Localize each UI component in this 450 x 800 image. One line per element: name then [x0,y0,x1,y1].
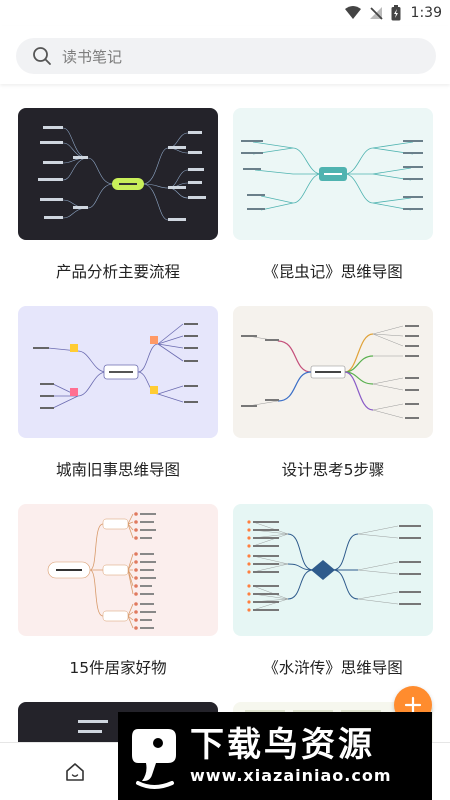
template-title: 《水浒传》思维导图 [263,659,403,677]
mindmap-thumbnail-purple [18,306,218,438]
bird-logo-icon [132,729,176,789]
template-card[interactable]: 城南旧事思维导图 [18,306,218,479]
template-thumbnail [18,108,218,240]
home-icon[interactable] [64,761,86,783]
template-card[interactable]: 设计思考5步骤 [233,306,433,479]
template-card[interactable]: 产品分析主要流程 [18,108,218,281]
template-title: 15件居家好物 [69,659,167,677]
template-thumbnail [233,108,433,240]
status-time: 1:39 [410,5,442,21]
watermark-banner: 下载鸟资源 www.xiazainiao.com [118,712,432,800]
mindmap-thumbnail-dark [18,108,218,240]
no-signal-icon [369,7,383,20]
template-card[interactable]: 《昆虫记》思维导图 [233,108,433,281]
wifi-icon [344,6,361,19]
search-icon [33,47,51,65]
template-title: 城南旧事思维导图 [55,461,180,479]
search-placeholder: 读书笔记 [62,47,123,66]
watermark-url: www.xiazainiao.com [190,766,392,785]
watermark-text: 下载鸟资源 www.xiazainiao.com [190,725,391,787]
plus-icon [404,696,422,714]
search-input[interactable]: 读书笔记 [16,38,436,74]
search-header: 读书笔记 [0,26,450,84]
template-thumbnail [233,306,433,438]
template-title: 《昆虫记》思维导图 [263,263,403,281]
template-card[interactable]: 15件居家好物 [18,504,218,677]
template-title: 产品分析主要流程 [55,263,180,281]
watermark-title: 下载鸟资源 [190,725,375,765]
mindmap-thumbnail-teal [233,108,433,240]
mindmap-thumbnail-mint [233,504,433,636]
template-thumbnail [18,306,218,438]
mindmap-thumbnail-pink [18,504,218,636]
template-thumbnail [233,504,433,636]
status-bar: 1:39 [0,0,450,26]
template-card[interactable]: 《水浒传》思维导图 [233,504,433,677]
battery-icon [391,5,401,21]
mindmap-thumbnail-beige [233,306,433,438]
template-title: 设计思考5步骤 [281,461,385,479]
template-thumbnail [18,504,218,636]
